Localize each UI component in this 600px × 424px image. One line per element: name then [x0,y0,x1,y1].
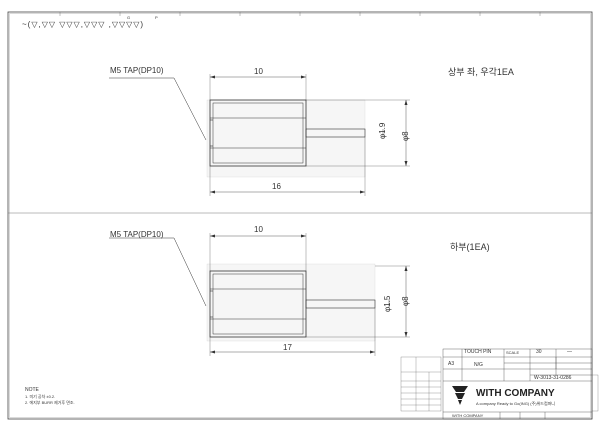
dia-large-top: φ8 [401,131,410,141]
surface-letter-p: P [155,15,158,20]
scale-label: SCALE [506,350,520,355]
dim-bottom-length: 10 [254,225,263,234]
dim-top-length: 10 [254,67,263,76]
company-logo-icon [452,386,468,405]
part-name: TOUCH PIN [464,349,492,355]
title-block-grid [442,348,593,420]
sheet-size: A3 [448,361,455,367]
tap-label-top: M5 TAP(DP10) [110,66,164,75]
dim-bottom-total: 17 [283,343,292,352]
sheet-dash: — [567,349,572,355]
bottom-view [109,233,410,356]
zone-ticks-top [59,12,541,16]
dia-large-bottom: φ8 [401,296,410,306]
company-name: WITH COMPANY [476,388,555,399]
material-table [400,356,442,412]
note-line-1: 1. 미기 공차 ±0.2. [25,394,56,399]
view-title-bottom: 하부(1EA) [450,242,490,252]
dim-top-total: 16 [272,182,281,191]
top-view [109,74,410,196]
company-tagline: A company Ready to Go(ING) (주)위드컴퍼니 [476,401,555,406]
surface-letter-g: G [127,15,131,20]
top-arrows [210,75,408,194]
tap-label-bottom: M5 TAP(DP10) [110,230,164,239]
dia-small-bottom: φ1.5 [383,295,392,312]
drawing-number: W-3013-31-0286 [534,375,572,381]
note-line-2: 2. 에지부 BURR 제거후 면조. [25,400,75,405]
edge-tab [591,374,599,412]
footer-company: WITH COMPANY [452,413,484,418]
surface-finish-symbols: ~(▽,▽▽ ▽▽▽,▽▽▽ ,▽▽▽▽) [22,20,145,29]
bottom-arrows [210,234,408,354]
na-value: N/G [474,362,483,368]
scale-value: 30 [536,349,542,355]
notes-heading: NOTE [25,387,39,393]
view-title-top: 상부 좌, 우각1EA [448,67,514,77]
dia-small-top: φ1.9 [378,122,387,139]
